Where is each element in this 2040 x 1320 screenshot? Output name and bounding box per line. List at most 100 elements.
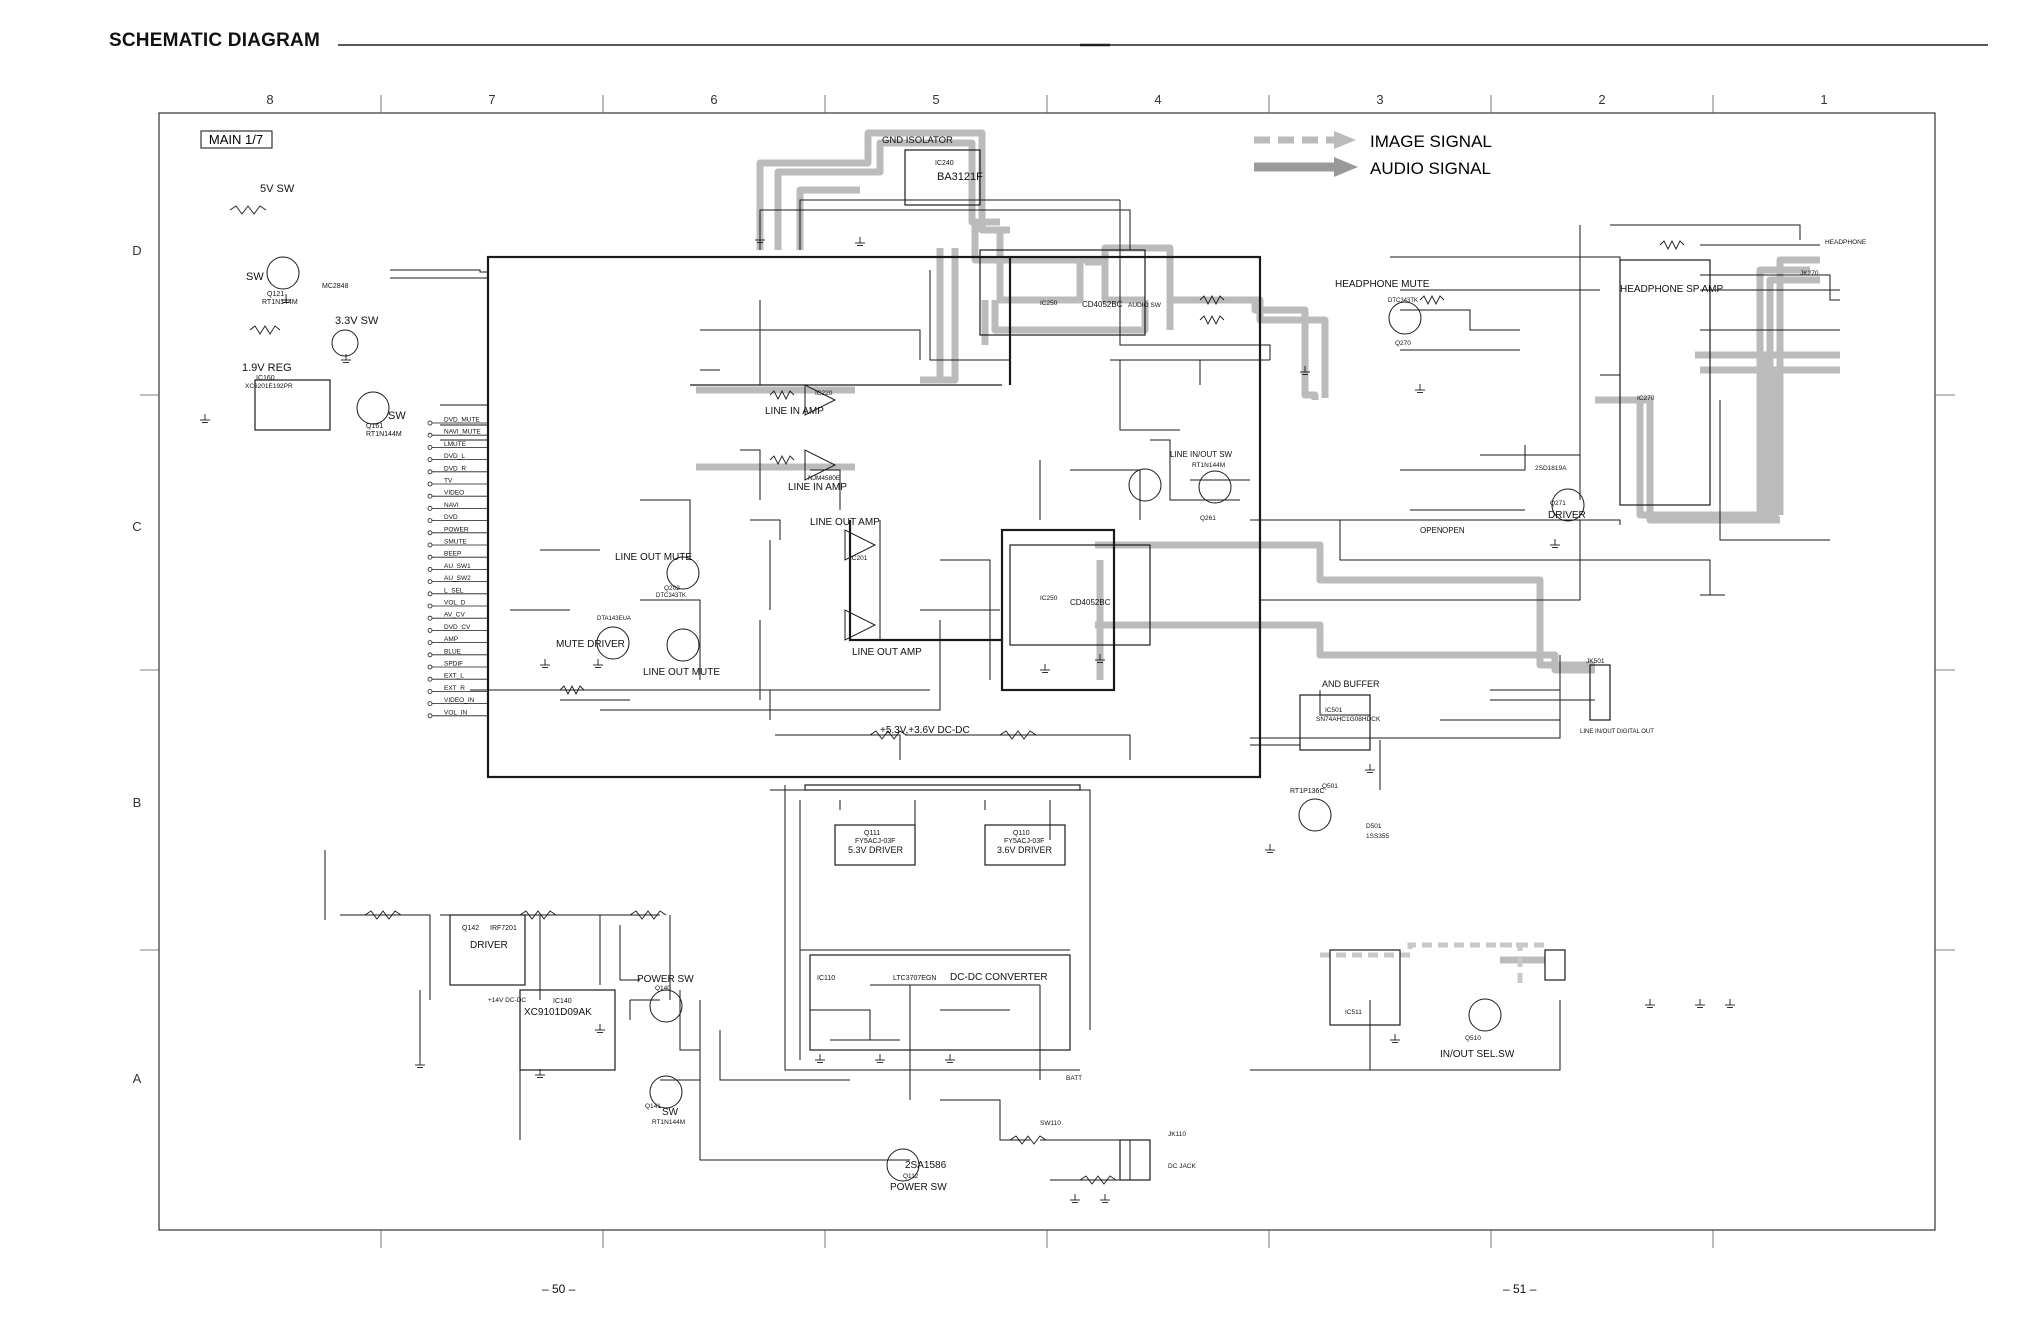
bus-net-terminal [427, 444, 433, 450]
legend: IMAGE SIGNAL AUDIO SIGNAL [1254, 131, 1492, 178]
bus-net-label: DVD_MUTE [444, 417, 480, 424]
label-1v9-reg: 1.9V REG [242, 362, 292, 374]
grid-row-label: D [132, 243, 141, 258]
label-gnd-isolator: GND ISOLATOR [882, 135, 953, 146]
label-mute-driver: MUTE DRIVER [556, 639, 625, 650]
label-q142: Q142 [462, 925, 479, 932]
bus-net-label: EXT_L [444, 673, 464, 680]
label-line-in-amp-1: LINE IN AMP [765, 406, 824, 417]
label-3v3-sw: 3.3V SW [335, 315, 379, 327]
label-2sa1586: 2SA1586 [905, 1160, 947, 1171]
label-ltc3707: LTC3707EGN [893, 975, 936, 982]
left-bus-net-labels: DVD_MUTENAVI_MUTELMUTEDVD_LDVD_RTVVIDEON… [427, 417, 488, 719]
bus-net-terminal [427, 481, 433, 487]
label-headphone-sp-amp: HEADPHONE SP AMP [1620, 284, 1724, 295]
label-sn74: SN74AHC1G08HDCK [1316, 716, 1381, 723]
legend-audio-signal: AUDIO SIGNAL [1370, 159, 1491, 178]
bus-net-terminal [427, 701, 433, 706]
passive-components [229, 205, 1685, 1185]
label-q501: Q501 [1322, 783, 1338, 790]
legend-image-signal: IMAGE SIGNAL [1370, 132, 1492, 151]
bus-net-label: VOL_IN [444, 709, 467, 716]
page-header: SCHEMATIC DIAGRAM [109, 30, 320, 51]
bus-net-terminal [427, 579, 433, 584]
label-q270: Q270 [1395, 340, 1411, 347]
label-ic220: IC220 [815, 390, 833, 397]
label-and-buffer: AND BUFFER [1322, 679, 1380, 689]
bus-net-label: DVD_CV [444, 624, 471, 631]
grid-row-label: A [133, 1071, 142, 1086]
label-line-out-mute-2: LINE OUT MUTE [643, 667, 720, 678]
label-5v3-driver: 5.3V DRIVER [848, 845, 904, 855]
label-xc9101: XC9101D09AK [524, 1007, 592, 1018]
bus-net-terminal [427, 603, 433, 609]
label-sd1819a: 2SD1819A [1535, 465, 1567, 472]
label-rt1p136c: RT1P136C [1290, 788, 1325, 795]
label-sw110: SW110 [1040, 1120, 1061, 1127]
bus-net-terminal [427, 432, 433, 438]
bus-net-terminal [427, 591, 433, 597]
grid-column-label: 5 [932, 92, 939, 107]
bus-net-terminal [427, 676, 433, 682]
bus-net-label: AU_SW1 [444, 563, 471, 570]
block-labels: GND ISOLATOR IC240 BA3121F 5V SW SW MC28… [242, 135, 1867, 1193]
grid-row-markers [140, 394, 1955, 951]
label-line-in-amp-2: LINE IN AMP [788, 482, 847, 493]
op-amps [804, 384, 877, 641]
image-signal-paths [1320, 942, 1545, 985]
label-dtc343tk-b: DTC343TK [1388, 298, 1418, 304]
label-q510: Q510 [1465, 1035, 1481, 1042]
bus-net-terminal [427, 457, 433, 463]
grid-column-label: 8 [266, 92, 273, 107]
bus-net-terminal [427, 518, 433, 523]
bus-net-label: BEEP [444, 551, 461, 558]
label-rt1n144m-d: RT1N144M [652, 1119, 685, 1126]
bus-net-terminal [427, 554, 433, 560]
label-rt1n144m-a: RT1N144M [262, 299, 298, 306]
bus-net-terminal [427, 567, 433, 572]
label-power-sw-140: POWER SW [637, 974, 694, 985]
wiring [324, 199, 1840, 1181]
bus-net-label: DVD [444, 514, 458, 521]
bus-net-label: VIDEO_IN [444, 697, 475, 704]
label-dcdc-title: +5.3V,+3.6V DC-DC [880, 725, 970, 736]
label-ic270: IC270 [1637, 395, 1655, 402]
bus-net-terminal [427, 652, 433, 658]
label-d501: D501 [1366, 823, 1382, 830]
bus-net-label: POWER [444, 526, 469, 533]
sheet-frame [158, 112, 1936, 1231]
bus-net-terminal [427, 420, 433, 426]
bus-net-label: DVD_R [444, 465, 466, 472]
label-dc-jack: DC JACK [1168, 1163, 1196, 1170]
bus-net-terminal [427, 640, 433, 645]
label-driver-271: DRIVER [1548, 510, 1586, 521]
ic-boxes [254, 149, 1711, 1181]
page-number-left: – 50 – [542, 1282, 576, 1296]
grid-row-label: C [132, 519, 141, 534]
bus-net-terminal [427, 713, 433, 719]
page-number-right: – 51 – [1503, 1282, 1537, 1296]
label-q271: Q271 [1550, 500, 1566, 507]
label-q112: Q112 [903, 1173, 919, 1180]
label-q140: Q140 [655, 985, 671, 992]
label-sw-141: SW [662, 1107, 679, 1118]
bus-net-terminal [427, 493, 433, 499]
label-jk501: JK501 [1586, 658, 1605, 665]
bus-net-terminal [427, 530, 433, 536]
label-rt1n144m-b: RT1N144M [366, 431, 402, 438]
bus-net-label: NAVI_MUTE [444, 429, 481, 436]
ground-symbols [200, 234, 1735, 1203]
label-q161: Q161 [366, 423, 383, 430]
label-audio-sw: AUDIO SW [1128, 302, 1162, 309]
transistors [266, 256, 1585, 1182]
grid-column-label: 1 [1820, 92, 1827, 107]
bus-net-label: LMUTE [444, 441, 467, 448]
bus-net-terminal [427, 469, 433, 475]
bus-net-label: SMUTE [444, 539, 467, 546]
bus-net-label: BLUE [444, 648, 462, 655]
label-q121: Q121 [267, 291, 284, 298]
label-ic240: IC240 [935, 160, 954, 167]
label-1ss355: 1SS355 [1366, 833, 1390, 840]
